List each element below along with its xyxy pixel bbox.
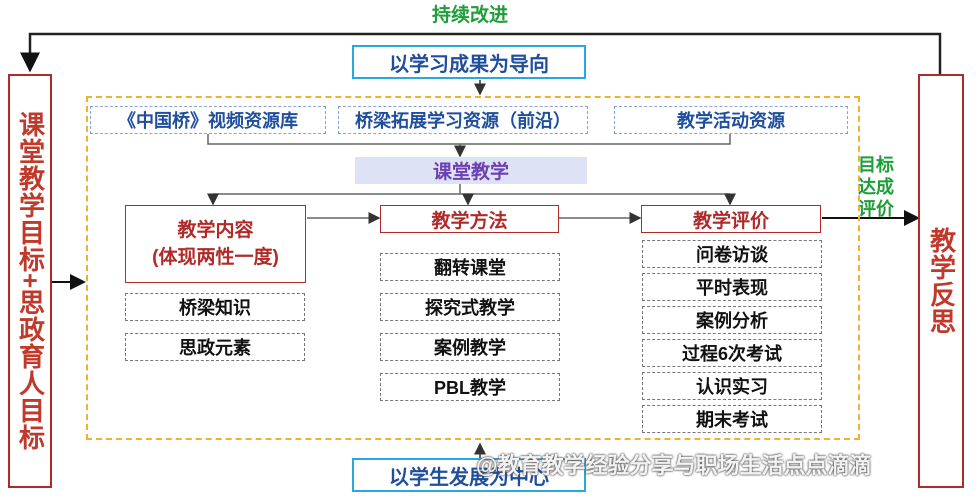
goal-achievement-label: 目标达成评价 (858, 132, 914, 242)
learning-outcome-guide: 以学习成果为导向 (352, 45, 586, 79)
eval-item-daily-performance: 平时表现 (642, 273, 822, 301)
goal-achievement-text: 目标达成评价 (858, 155, 894, 219)
resource-bridge-video-library: 《中国桥》视频资源库 (90, 106, 326, 134)
eval-item-survey-interview: 问卷访谈 (642, 240, 822, 268)
eval-item-case-analysis: 案例分析 (642, 306, 822, 334)
resource-extended-learning: 桥梁拓展学习资源（前沿） (338, 106, 588, 134)
student-development-guide: 以学生发展为中心 (352, 458, 586, 492)
method-item-case-teaching: 案例教学 (380, 333, 560, 361)
teaching-system-frame (86, 96, 860, 440)
eval-item-cognitive-internship: 认识实习 (642, 372, 822, 400)
teaching-content-title: 教学内容 (体现两性一度) (125, 205, 306, 283)
teaching-evaluation-title: 教学评价 (641, 205, 821, 233)
course-goals-box: 课堂教学目标+思政育人目标 (8, 74, 52, 488)
continuous-improvement-label: 持续改进 (431, 5, 508, 26)
classroom-teaching-band: 课堂教学 (355, 157, 587, 184)
eval-item-final-exam: 期末考试 (642, 405, 822, 433)
teaching-reflection-box: 教学反思 (918, 74, 964, 488)
resource-teaching-activities: 教学活动资源 (614, 106, 848, 134)
eval-item-six-process-exams: 过程6次考试 (642, 339, 822, 367)
content-item-ideological-elements: 思政元素 (125, 333, 305, 361)
method-item-pbl-teaching: PBL教学 (380, 373, 560, 401)
method-item-inquiry-teaching: 探究式教学 (380, 293, 560, 321)
content-item-bridge-knowledge: 桥梁知识 (125, 293, 305, 321)
method-item-flipped-classroom: 翻转课堂 (380, 253, 560, 281)
watermark-text: @教育教学经验分享与职场生活点点滴滴 (476, 453, 872, 478)
teaching-method-title: 教学方法 (380, 205, 559, 233)
